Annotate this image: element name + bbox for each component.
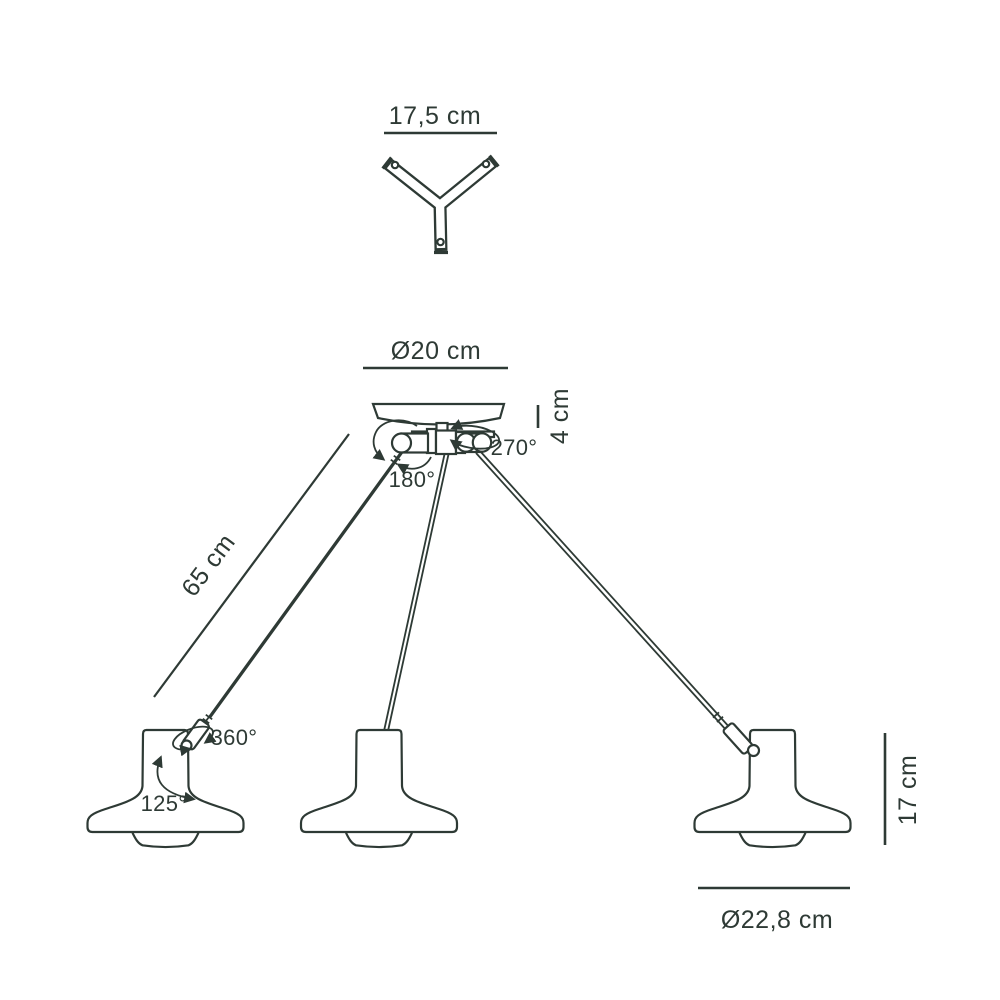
swivel-360-arrow bbox=[172, 725, 217, 757]
y-bracket-end-cap bbox=[488, 154, 500, 168]
middle-arm bbox=[383, 451, 450, 732]
rotation-270-label: 270° bbox=[491, 435, 538, 460]
lampshade-left: 360° 125° bbox=[86, 718, 258, 849]
y-bracket-screw-hole bbox=[436, 237, 445, 247]
rotation-180-arrow-outer bbox=[372, 419, 418, 461]
arm-length-dimension-line bbox=[153, 433, 350, 698]
arm-tube-line bbox=[479, 450, 732, 730]
tilt-125-label: 125° bbox=[141, 791, 188, 816]
arm-tube-line bbox=[475, 452, 728, 732]
bracket-top-view: 17,5 cm bbox=[381, 102, 500, 255]
joint-cylinder-right-cap bbox=[471, 432, 493, 453]
rotation-180-arrow-inner bbox=[396, 456, 432, 475]
right-arm bbox=[475, 450, 732, 732]
rotation-270-arrow bbox=[449, 419, 500, 451]
y-bracket-end-cap bbox=[381, 156, 393, 170]
arm-coupler-tick bbox=[390, 458, 398, 466]
arm-tube-line bbox=[383, 451, 446, 732]
y-bracket-screw-hole bbox=[481, 159, 491, 169]
y-bracket-screw-hole bbox=[390, 160, 400, 170]
canopy-assembly: 270° 180° Ø20 cm 4 cm bbox=[363, 337, 574, 492]
shade-diameter-label: Ø22,8 cm bbox=[721, 906, 833, 934]
y-bracket-inner-fill bbox=[386, 159, 495, 249]
arm-length-label: 65 cm bbox=[176, 529, 241, 602]
canopy-diameter-label: Ø20 cm bbox=[391, 337, 482, 365]
arm-coupler-tick bbox=[393, 454, 401, 462]
tilt-125-arrow bbox=[151, 755, 196, 804]
arm-coupler-tick bbox=[716, 716, 724, 723]
shade-height-dimension: 17 cm bbox=[883, 733, 922, 845]
left-arm bbox=[202, 448, 406, 725]
arm-coupler-tick bbox=[712, 711, 720, 719]
head-joint-pivot bbox=[746, 743, 761, 758]
lampshade-shape bbox=[299, 728, 459, 849]
bracket-width-label: 17,5 cm bbox=[389, 102, 481, 130]
lampshade-shape bbox=[693, 728, 852, 849]
rotation-180-label: 180° bbox=[389, 467, 436, 492]
arm-tube-line bbox=[205, 451, 402, 722]
arm-coupler-tick bbox=[202, 717, 210, 725]
lampshade-middle bbox=[299, 728, 459, 849]
arm-tube-line bbox=[209, 448, 406, 719]
canopy-height-label: 4 cm bbox=[546, 388, 574, 444]
arm-tube-line bbox=[387, 451, 450, 732]
shade-height-label: 17 cm bbox=[894, 755, 922, 826]
arm-coupler-tick bbox=[205, 713, 213, 721]
joint-cylinder-left-cap bbox=[390, 432, 413, 454]
swivel-360-label: 360° bbox=[211, 725, 258, 750]
lampshade-right bbox=[693, 722, 852, 849]
suspension-arms: 65 cm bbox=[153, 433, 732, 732]
shade-diameter-dimension: Ø22,8 cm bbox=[698, 886, 850, 934]
